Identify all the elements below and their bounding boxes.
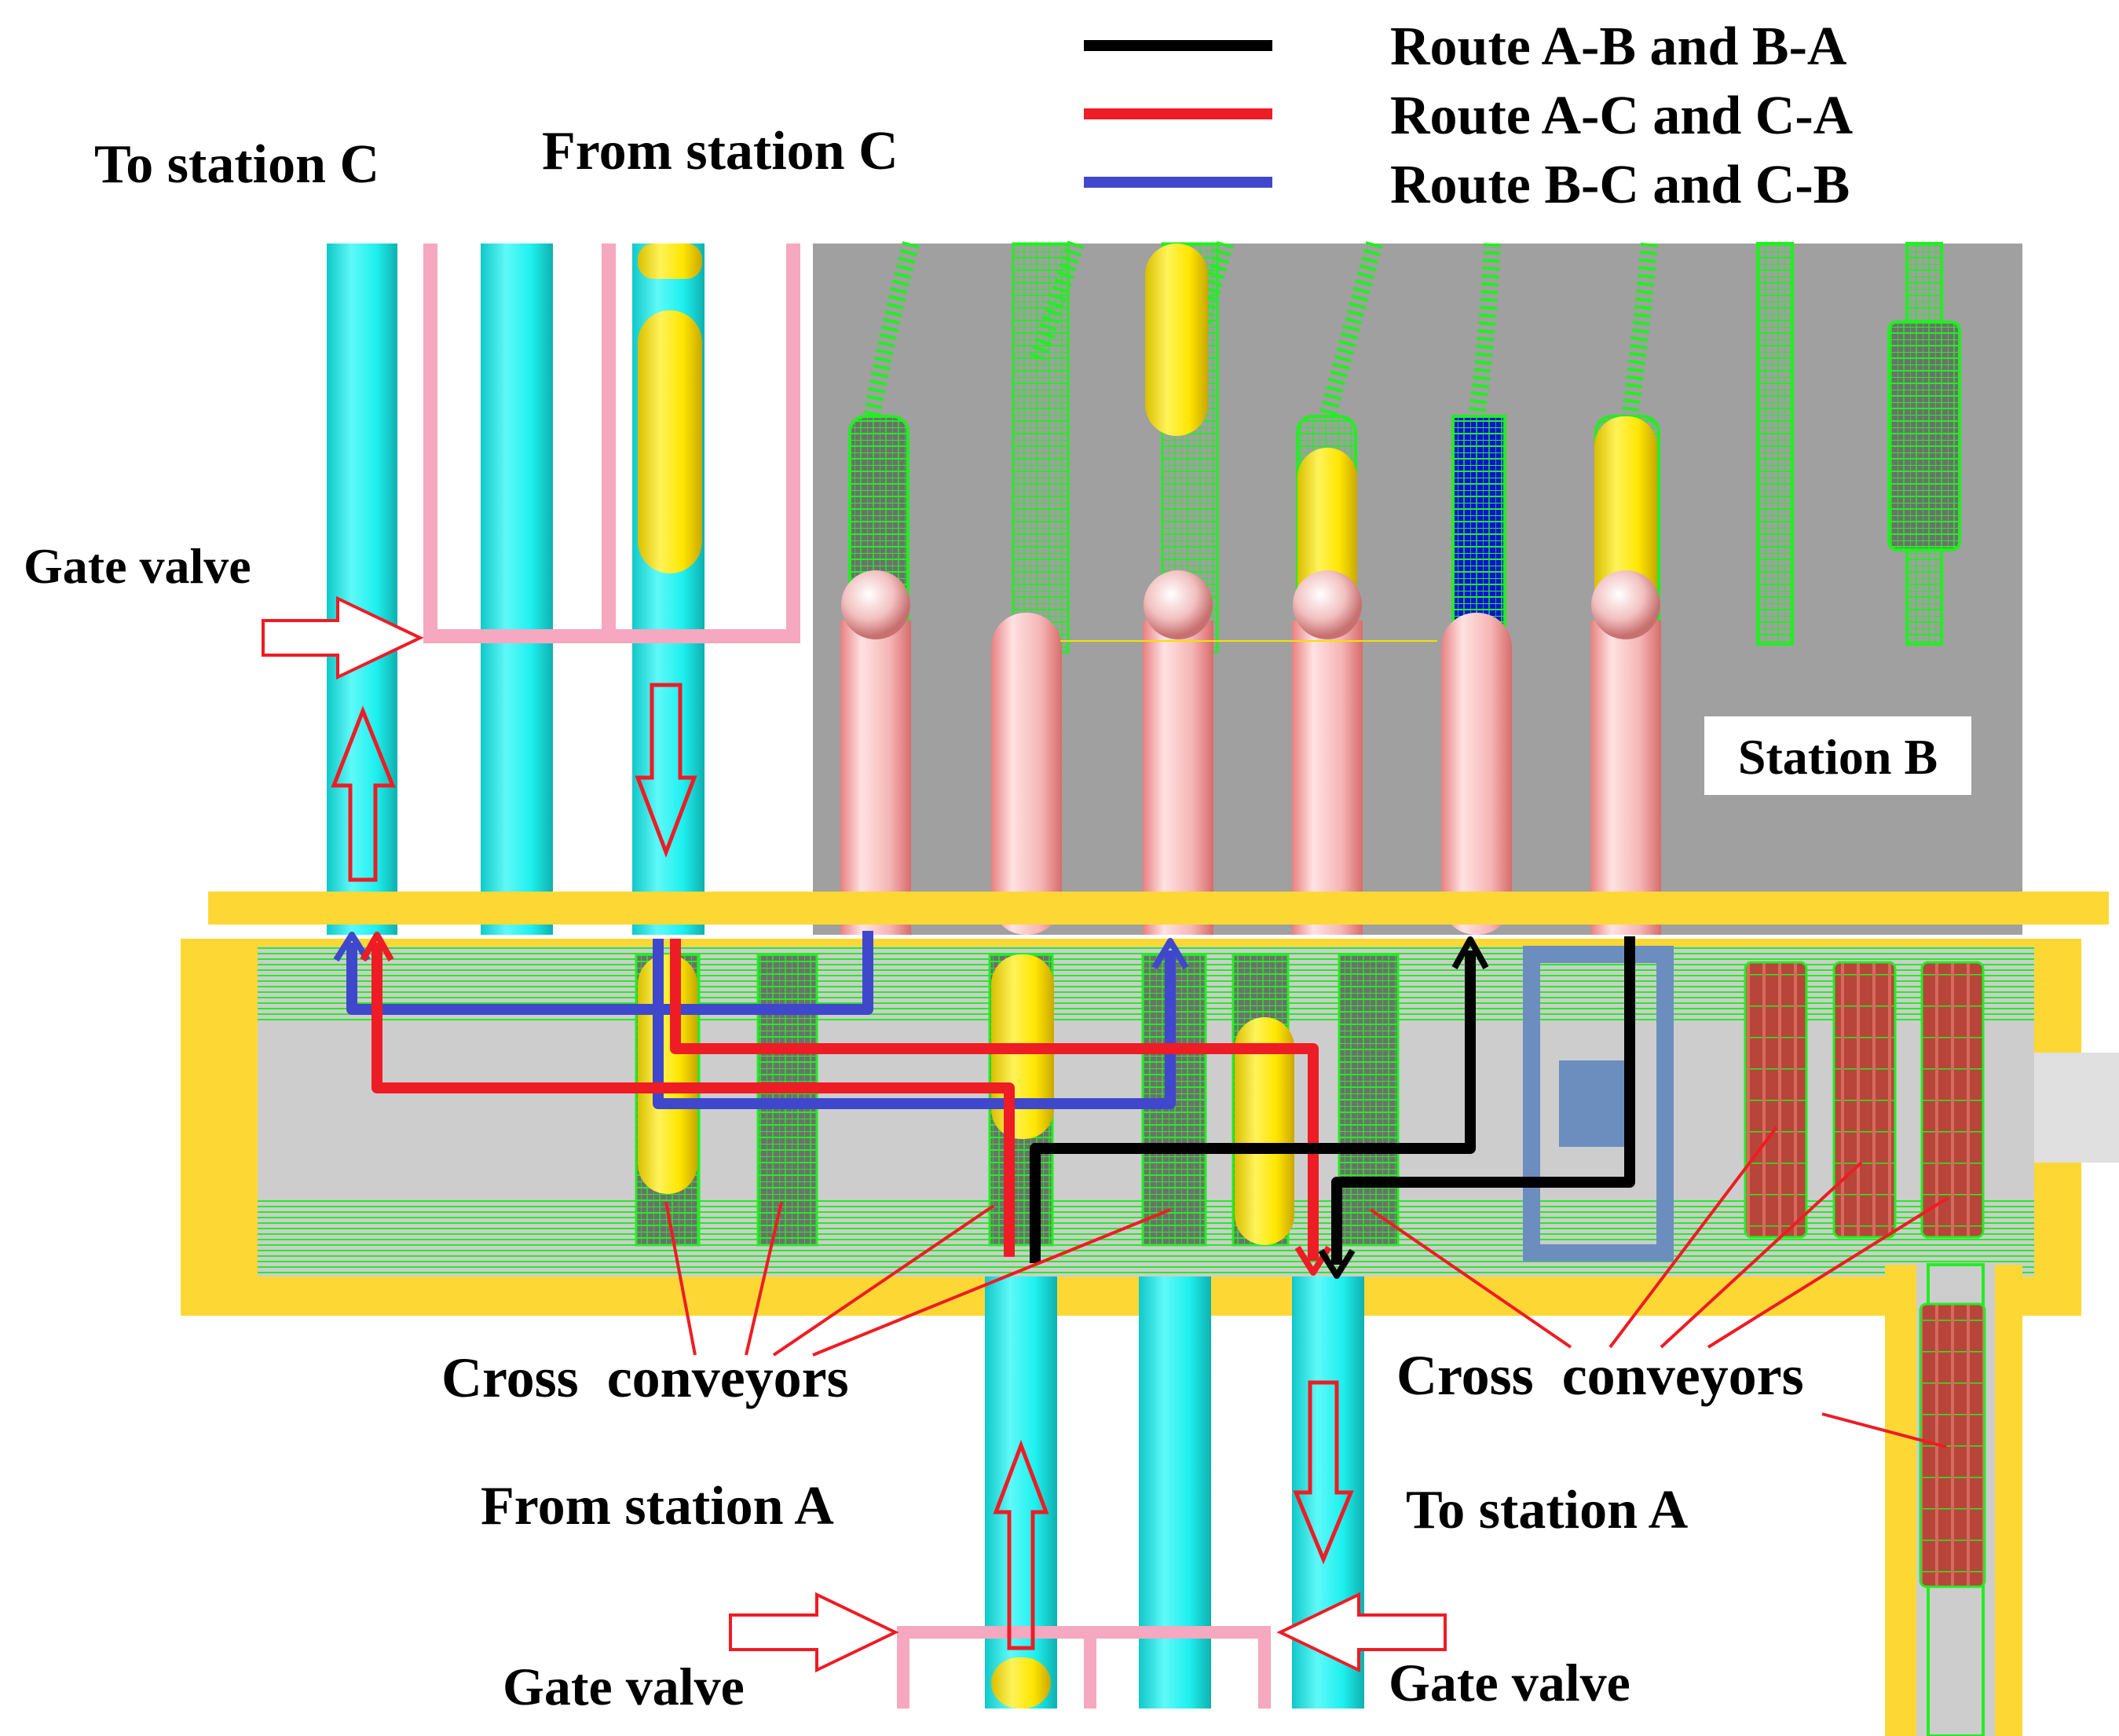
callout-lines <box>664 1126 1949 1448</box>
station-b-label: Station B <box>1738 729 1938 785</box>
gate-valve-arrow-bottom-right <box>1276 1591 1447 1673</box>
right-side-extension <box>2034 1053 2119 1163</box>
callout-left-3 <box>772 1204 995 1357</box>
valve-ball-6 <box>1591 570 1660 639</box>
pink-tube-5 <box>1441 613 1512 935</box>
gate-valve-left-label: Gate valve <box>24 538 251 594</box>
cross-track-6 <box>1338 953 1400 1247</box>
pink-tube-1 <box>840 621 911 935</box>
pipe-middle-c <box>481 244 553 935</box>
legend: Route A-B and B-A Route A-C and C-A Rout… <box>1084 16 1854 215</box>
station-c-pipes <box>327 244 800 935</box>
curved-rail-5 <box>1468 243 1501 418</box>
transfer-block <box>1559 1060 1634 1147</box>
pipe-middle-a <box>1139 1276 1211 1709</box>
transfer-frame <box>1523 946 1674 1262</box>
roller-conveyor-2 <box>1832 961 1897 1239</box>
callout-right-4 <box>1707 1196 1949 1349</box>
valve-ball-3 <box>1144 570 1213 639</box>
route-ab-arrowhead-2 <box>1318 1248 1356 1279</box>
gate-valve-bottom-right-label: Gate valve <box>1389 1653 1630 1712</box>
gate-valve-arrow-left <box>262 595 424 680</box>
legend-label-ac: Route A-C and C-A <box>1390 86 1854 146</box>
flow-arrow-up-a <box>993 1439 1049 1650</box>
pink-tube-2 <box>991 613 1062 935</box>
legend-label-ab: Route A-B and B-A <box>1390 16 1847 77</box>
legend-label-bc: Route B-C and C-B <box>1390 155 1850 215</box>
from-station-a-label: From station A <box>481 1476 834 1536</box>
pink-tube-4 <box>1292 621 1363 935</box>
callout-left-1 <box>664 1201 697 1356</box>
flow-arrow-up-c <box>331 705 396 882</box>
valve-ball-4 <box>1293 570 1362 639</box>
track-8-box <box>1887 320 1961 551</box>
callout-right-3 <box>1660 1161 1863 1349</box>
gate-valve-c-frame <box>423 244 800 643</box>
route-bc-1 <box>346 931 873 1015</box>
routes <box>333 931 1635 1279</box>
roller-conveyor-4 <box>1919 1302 1986 1588</box>
roller-conveyor-3 <box>1920 961 1985 1239</box>
route-ac-arrowhead-1 <box>360 932 394 961</box>
pipe-from-station-a <box>985 1276 1057 1709</box>
gate-valve-bottom-left-label: Gate valve <box>503 1657 745 1716</box>
route-ac-2 <box>670 939 1319 1261</box>
capsule-b1 <box>1145 244 1208 436</box>
roller-conveyors <box>1744 961 1985 1239</box>
capsule-c1 <box>638 244 702 279</box>
track-2 <box>1012 242 1070 654</box>
roller-conveyor-1 <box>1744 961 1808 1239</box>
cross-conveyors-right-label: Cross conveyors <box>1396 1344 1804 1407</box>
conveyor-top-beam <box>208 892 2109 925</box>
curved-rail-1 <box>863 241 920 418</box>
to-station-a-label: To station A <box>1406 1480 1689 1540</box>
route-ab-2 <box>1331 936 1635 1265</box>
capsule-a1 <box>991 1657 1051 1709</box>
route-bc-2 <box>653 939 1176 1109</box>
cross-conveyors-left-label: Cross conveyors <box>441 1346 849 1409</box>
capsule-c2 <box>638 310 702 573</box>
flow-arrow-down-a <box>1293 1380 1354 1565</box>
station-b-label-box <box>1704 716 1971 795</box>
callout-right-2 <box>1608 1126 1778 1349</box>
pink-tube-6 <box>1590 621 1661 935</box>
cross-capsule-1 <box>638 954 697 1194</box>
cross-capsule-3 <box>1235 1017 1294 1245</box>
to-station-c-label: To station C <box>94 134 379 195</box>
callout-left-4 <box>812 1208 1171 1357</box>
gate-valve-arrow-bottom-left <box>729 1591 899 1673</box>
curved-rail-2 <box>1028 240 1085 364</box>
curved-rail-6 <box>1621 243 1658 418</box>
route-ab-arrowhead-1 <box>1451 936 1489 969</box>
callout-right-5 <box>1821 1412 1947 1448</box>
pipe-to-station-c <box>327 244 397 935</box>
route-ab-1 <box>1030 950 1476 1263</box>
gate-valve-a-frame <box>897 1626 1271 1709</box>
valve-ball-1 <box>841 570 910 639</box>
pink-tube-3 <box>1143 621 1213 935</box>
flow-arrow-down-c <box>635 683 697 859</box>
route-ac-1 <box>371 943 1015 1257</box>
callout-left-2 <box>745 1201 783 1356</box>
track-7 <box>1756 242 1794 646</box>
route-bc-arrowhead-1 <box>333 932 371 962</box>
route-bc-arrowhead-2 <box>1151 938 1189 970</box>
callout-right-1 <box>1369 1208 1572 1349</box>
station-b-pink-tubes <box>840 570 1661 935</box>
from-station-c-label: From station C <box>542 121 898 181</box>
